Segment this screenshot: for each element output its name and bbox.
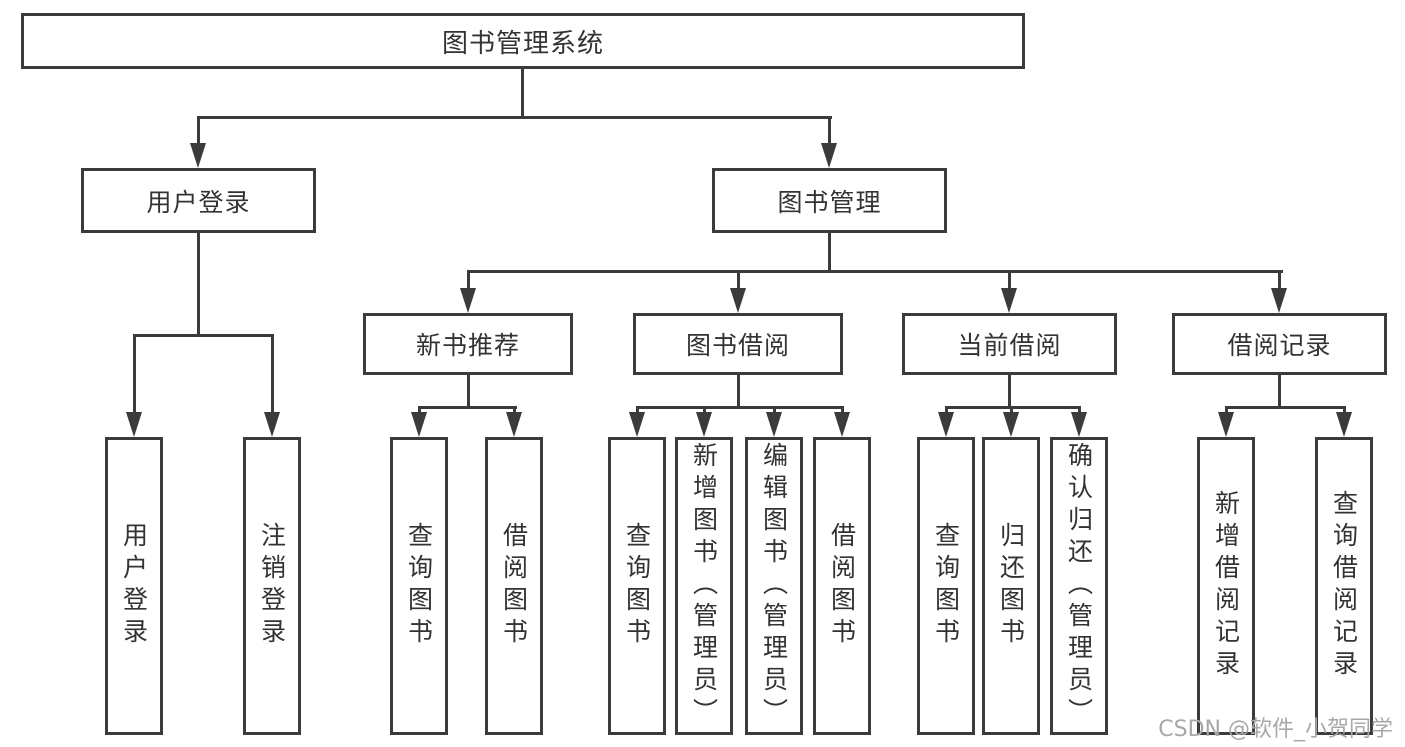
node-query-books-recommend: 查询图书 xyxy=(390,437,448,735)
connector-line xyxy=(1278,374,1281,409)
node-query-books-current: 查询图书 xyxy=(917,437,975,735)
connector-line xyxy=(271,336,274,414)
arrow-down-icon xyxy=(730,288,746,313)
connector-line xyxy=(1008,272,1011,291)
node-label: 新增借阅记录 xyxy=(1211,490,1241,682)
node-label: 借阅图书 xyxy=(499,522,529,650)
connector-line xyxy=(1278,272,1281,291)
node-label: 图书管理 xyxy=(777,187,882,217)
node-label: 借阅记录 xyxy=(1227,331,1332,360)
arrow-down-icon xyxy=(411,412,427,437)
node-new-book-recommendation: 新书推荐 xyxy=(363,313,573,375)
arrow-down-icon xyxy=(821,143,837,168)
connector-line xyxy=(467,374,470,409)
arrow-down-icon xyxy=(190,143,206,168)
node-label: 查询图书 xyxy=(404,522,434,650)
node-borrow-books-borrowing: 借阅图书 xyxy=(813,437,871,735)
connector-line xyxy=(828,233,831,273)
arrow-down-icon xyxy=(1003,412,1019,437)
node-label: 图书借阅 xyxy=(685,331,790,360)
node-label: 当前借阅 xyxy=(957,331,1062,360)
connector-line xyxy=(1008,374,1011,409)
arrow-down-icon xyxy=(126,412,142,437)
node-user-login-leaf: 用户登录 xyxy=(105,437,163,735)
node-library-management-system: 图书管理系统 xyxy=(21,13,1025,69)
connector-line xyxy=(418,406,517,409)
connector-line xyxy=(467,272,470,291)
node-book-management: 图书管理 xyxy=(712,168,947,233)
node-label: 借阅图书 xyxy=(827,522,857,650)
node-current-borrowing: 当前借阅 xyxy=(902,313,1117,375)
connector-line xyxy=(636,406,844,409)
arrow-down-icon xyxy=(629,412,645,437)
connector-line xyxy=(467,270,1283,273)
node-label: 查询图书 xyxy=(622,522,652,650)
arrow-down-icon xyxy=(264,412,280,437)
connector-line xyxy=(737,374,740,409)
node-label: 归还图书 xyxy=(996,522,1026,650)
connector-line xyxy=(133,334,274,337)
arrow-down-icon xyxy=(1001,288,1017,313)
connector-line xyxy=(197,116,832,119)
node-confirm-return-admin: 确认归还（管理员） xyxy=(1050,437,1108,735)
arrow-down-icon xyxy=(1271,288,1287,313)
connector-line xyxy=(521,69,524,119)
connector-line xyxy=(133,336,136,414)
arrow-down-icon xyxy=(506,412,522,437)
node-add-borrow-record: 新增借阅记录 xyxy=(1197,437,1255,735)
arrow-down-icon xyxy=(834,412,850,437)
csdn-watermark: CSDN @软件_小贺同学 xyxy=(1158,717,1393,742)
arrow-down-icon xyxy=(460,288,476,313)
node-label: 查询借阅记录 xyxy=(1329,490,1359,682)
node-logout-login: 注销登录 xyxy=(243,437,301,735)
connector-line xyxy=(197,118,200,146)
arrow-down-icon xyxy=(766,412,782,437)
node-borrow-books-recommend: 借阅图书 xyxy=(485,437,543,735)
node-user-login: 用户登录 xyxy=(81,168,316,233)
node-return-books: 归还图书 xyxy=(982,437,1040,735)
node-label: 确认归还（管理员） xyxy=(1064,442,1094,730)
node-label: 编辑图书（管理员） xyxy=(759,442,789,730)
node-borrowing-records: 借阅记录 xyxy=(1172,313,1387,375)
node-label: 用户登录 xyxy=(146,187,251,217)
node-label: 注销登录 xyxy=(257,522,287,650)
connector-line xyxy=(945,406,1081,409)
node-edit-books-admin: 编辑图书（管理员） xyxy=(745,437,803,735)
arrow-down-icon xyxy=(938,412,954,437)
arrow-down-icon xyxy=(1336,412,1352,437)
node-label: 新书推荐 xyxy=(415,331,520,360)
node-add-books-admin: 新增图书（管理员） xyxy=(675,437,733,735)
arrow-down-icon xyxy=(696,412,712,437)
connector-line xyxy=(197,233,200,337)
node-label: 图书管理系统 xyxy=(441,28,604,59)
node-book-borrowing: 图书借阅 xyxy=(633,313,843,375)
arrow-down-icon xyxy=(1071,412,1087,437)
node-label: 用户登录 xyxy=(119,522,149,650)
arrow-down-icon xyxy=(1218,412,1234,437)
node-query-borrow-record: 查询借阅记录 xyxy=(1315,437,1373,735)
node-label: 查询图书 xyxy=(931,522,961,650)
node-query-books-borrowing: 查询图书 xyxy=(608,437,666,735)
connector-line xyxy=(737,272,740,291)
connector-line xyxy=(1225,406,1346,409)
node-label: 新增图书（管理员） xyxy=(689,442,719,730)
connector-line xyxy=(828,118,831,146)
